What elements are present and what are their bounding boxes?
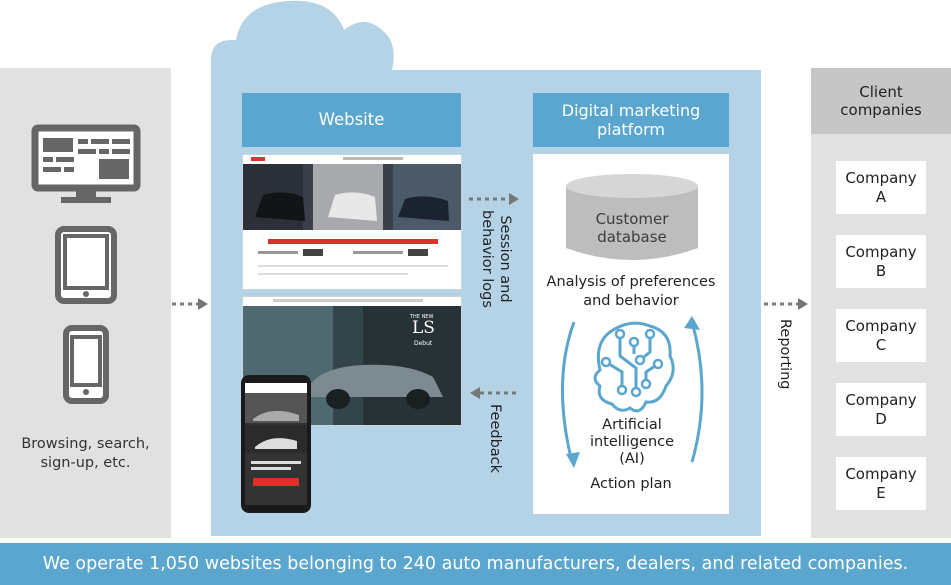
footer-banner: We operate 1,050 websites belonging to 2… [0, 543, 951, 585]
db-label-line: database [597, 228, 667, 246]
tablet-icon [55, 226, 117, 304]
company-letter: C [875, 335, 887, 354]
customer-database-label: Customer database [566, 210, 698, 246]
desktop-icon [31, 124, 141, 203]
ls-headline-small: THE NEW [410, 314, 434, 320]
analysis-label: Analysis of preferences and behavior [533, 273, 729, 310]
ai-brain-icon [560, 316, 704, 468]
ai-label-line: intelligence [589, 434, 675, 450]
smartphone-screenshot [241, 375, 311, 513]
analysis-label-line: Analysis of preferences [546, 274, 716, 290]
caption-line: sign-up, etc. [40, 455, 131, 471]
company-word: Company [845, 465, 917, 483]
website-header: Website [242, 93, 461, 147]
smartphone-icon [63, 325, 109, 404]
website-screenshot-2 [242, 296, 462, 426]
company-letter: D [875, 409, 887, 428]
dmp-title-line: Digital marketing [561, 101, 701, 120]
company-word: Company [845, 317, 917, 335]
action-plan-label: Action plan [590, 476, 672, 492]
arrow-to-website [172, 298, 208, 310]
ai-label-line: Artificial [602, 417, 662, 433]
company-word: Company [845, 243, 917, 261]
caption-line: Browsing, search, [21, 436, 150, 452]
screenshot-1-graphic [243, 155, 461, 275]
ai-label: Artificial intelligence (AI) [573, 417, 691, 468]
dmp-title-line: platform [597, 120, 665, 139]
screenshot-2-graphic [243, 297, 461, 425]
analysis-label-line: and behavior [583, 292, 679, 309]
session-label-line: Session and [497, 215, 513, 303]
dmp-header: Digital marketing platform [533, 93, 729, 147]
company-word: Company [845, 169, 917, 187]
client-header-line: Client [859, 83, 903, 101]
arrow-reporting [764, 298, 808, 310]
db-label-line: Customer [595, 210, 669, 228]
session-label-line: behavior logs [479, 210, 495, 308]
database-icon [566, 174, 698, 260]
company-letter: B [875, 261, 887, 280]
session-logs-label: Session and behavior logs [478, 210, 514, 308]
arrow-session-logs [469, 193, 519, 205]
company-letter: E [876, 483, 886, 502]
user-actions-caption: Browsing, search, sign-up, etc. [0, 435, 171, 473]
company-word: Company [845, 391, 917, 409]
client-companies-header: Client companies [811, 68, 951, 134]
ls-headline-sub: Debut [414, 340, 433, 347]
feedback-label: Feedback [487, 404, 503, 474]
company-letter: A [875, 187, 887, 206]
client-header-line: companies [840, 101, 922, 119]
arrow-feedback [470, 387, 520, 399]
website-screenshot-1 [242, 154, 462, 290]
ai-label-line: (AI) [619, 451, 645, 467]
ls-headline: LS [412, 318, 435, 338]
reporting-label: Reporting [777, 319, 793, 390]
